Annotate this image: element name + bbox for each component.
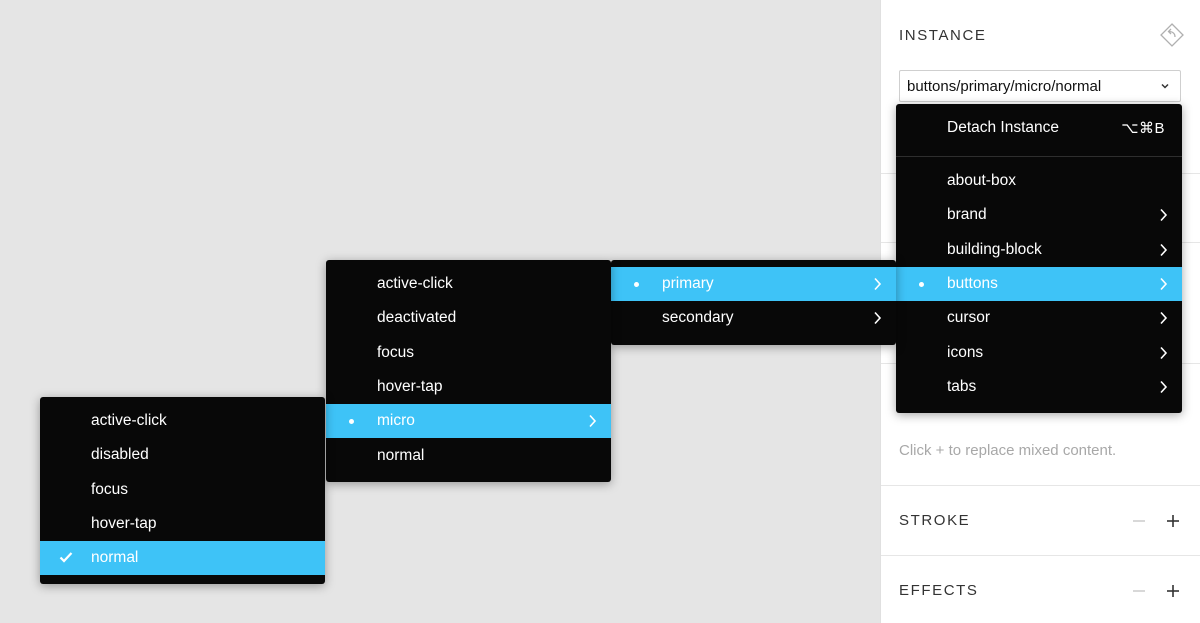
menu-item-label: buttons xyxy=(947,274,998,292)
instance-section-title: INSTANCE xyxy=(899,27,987,44)
selected-bullet-icon xyxy=(634,282,639,287)
instance-component-select[interactable]: buttons/primary/micro/normal xyxy=(899,70,1181,102)
menu-item-normal[interactable]: normal xyxy=(326,439,611,473)
menu-item-brand[interactable]: brand xyxy=(896,198,1182,232)
detach-instance-icon[interactable] xyxy=(1159,22,1185,48)
panel-divider xyxy=(881,555,1200,556)
menu-item-label: focus xyxy=(377,343,415,361)
buttons-submenu: primary secondary xyxy=(611,260,896,345)
chevron-right-icon xyxy=(1160,277,1168,290)
selected-bullet-icon xyxy=(919,281,924,287)
effects-section-title: EFFECTS xyxy=(899,582,979,599)
effects-remove-minus-icon[interactable] xyxy=(1131,583,1147,599)
menu-item-focus[interactable]: focus xyxy=(326,336,611,370)
menu-separator xyxy=(896,156,1182,157)
menu-item-label: normal xyxy=(91,549,139,567)
menu-item-label: secondary xyxy=(662,309,734,327)
panel-divider xyxy=(881,485,1200,486)
micro-submenu: active-click disabled focus hover-tap normal xyxy=(40,397,325,584)
stroke-add-plus-icon[interactable] xyxy=(1165,513,1181,529)
chevron-right-icon xyxy=(589,415,597,428)
menu-item-label: about-box xyxy=(947,172,1016,189)
checkmark-icon xyxy=(59,552,73,563)
chevron-right-icon xyxy=(1160,346,1168,359)
menu-item-label: focus xyxy=(91,480,129,498)
menu-item-label: disabled xyxy=(91,446,149,464)
chevron-right-icon xyxy=(1160,209,1168,222)
stroke-section-title: STROKE xyxy=(899,512,971,529)
menu-item-label: primary xyxy=(662,275,714,292)
menu-item-label: active-click xyxy=(91,412,167,429)
menu-item-label: icons xyxy=(947,343,984,361)
menu-item-disabled[interactable]: disabled xyxy=(40,438,325,472)
chevron-right-icon xyxy=(874,277,882,291)
instance-component-value: buttons/primary/micro/normal xyxy=(907,78,1102,95)
menu-item-label: building-block xyxy=(947,240,1042,258)
menu-item-label: deactivated xyxy=(377,309,457,327)
menu-item-label: brand xyxy=(947,206,987,224)
menu-item-tabs[interactable]: tabs xyxy=(896,370,1182,404)
effects-add-plus-icon[interactable] xyxy=(1165,583,1181,599)
menu-item-hover-tap[interactable]: hover-tap xyxy=(40,507,325,541)
menu-item-label: Detach Instance xyxy=(947,119,1060,136)
menu-item-secondary[interactable]: secondary xyxy=(611,301,896,335)
instance-swap-menu: Detach Instance ⌥⌘B about-box brand buildi… xyxy=(896,104,1182,413)
chevron-down-icon xyxy=(1161,83,1169,89)
primary-submenu: active-click deactivated focus hover-tap mic… xyxy=(326,260,611,482)
menu-item-building-block[interactable]: building-block xyxy=(896,233,1182,267)
menu-item-focus[interactable]: focus xyxy=(40,473,325,507)
menu-item-label: micro xyxy=(377,412,415,430)
menu-item-active-click[interactable]: active-click xyxy=(326,267,611,301)
menu-item-cursor[interactable]: cursor xyxy=(896,301,1182,335)
menu-item-label: hover-tap xyxy=(377,377,443,395)
chevron-right-icon xyxy=(874,312,882,325)
chevron-right-icon xyxy=(1160,380,1168,393)
chevron-right-icon xyxy=(1160,243,1168,256)
menu-item-label: active-click xyxy=(377,275,453,292)
menu-item-label: normal xyxy=(377,446,425,464)
fill-hint-text: Click + to replace mixed content. xyxy=(899,442,1117,459)
menu-item-hover-tap[interactable]: hover-tap xyxy=(326,370,611,404)
detach-instance-menu-item[interactable]: Detach Instance ⌥⌘B xyxy=(896,111,1182,145)
chevron-right-icon xyxy=(1160,312,1168,325)
menu-item-normal[interactable]: normal xyxy=(40,541,325,576)
menu-item-buttons[interactable]: buttons xyxy=(896,266,1182,301)
menu-item-label: tabs xyxy=(947,377,977,395)
menu-item-micro[interactable]: micro xyxy=(326,404,611,439)
menu-item-active-click[interactable]: active-click xyxy=(40,404,325,438)
stroke-remove-minus-icon[interactable] xyxy=(1131,513,1147,529)
menu-item-primary[interactable]: primary xyxy=(611,267,896,301)
selected-bullet-icon xyxy=(349,419,354,425)
menu-item-label: cursor xyxy=(947,309,991,327)
menu-item-deactivated[interactable]: deactivated xyxy=(326,301,611,335)
menu-item-label: hover-tap xyxy=(91,514,157,532)
menu-item-about-box[interactable]: about-box xyxy=(896,164,1182,198)
menu-item-shortcut: ⌥⌘B xyxy=(1121,120,1165,137)
menu-item-icons[interactable]: icons xyxy=(896,336,1182,370)
